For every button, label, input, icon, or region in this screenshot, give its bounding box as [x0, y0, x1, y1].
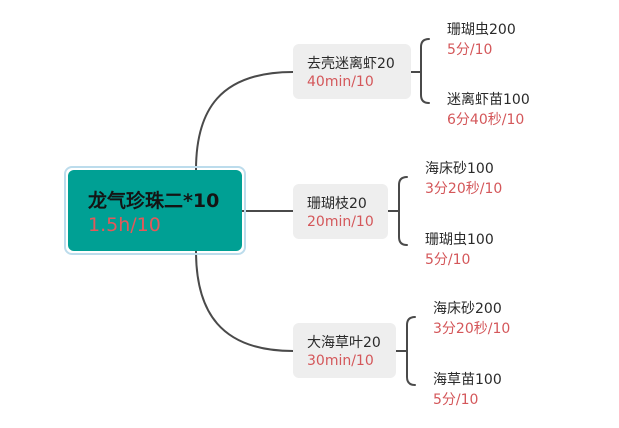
leaf-node-1-1[interactable]: 珊瑚虫200 5分/10	[447, 19, 557, 59]
branch-node-2[interactable]: 珊瑚枝20 20min/10	[293, 184, 388, 239]
root-node-selection-outline	[64, 166, 246, 255]
branch-node-time: 20min/10	[307, 214, 374, 230]
connector-root-branch-3	[195, 250, 294, 352]
leaf-node-time: 3分20秒/10	[433, 321, 511, 337]
leaf-node-time: 5分/10	[425, 252, 471, 268]
branch-node-title: 珊瑚枝20	[307, 196, 367, 212]
leaf-node-time: 5分/10	[433, 392, 479, 408]
root-node-time: 1.5h/10	[88, 214, 161, 236]
root-node[interactable]: 龙气珍珠二*10 1.5h/10	[68, 170, 242, 251]
leaf-node-3-2[interactable]: 海草苗100 5分/10	[433, 369, 543, 409]
connector-branch-3-bracket	[406, 316, 416, 386]
leaf-node-title: 海草苗100	[433, 372, 502, 388]
leaf-node-title: 珊瑚虫100	[425, 232, 494, 248]
leaf-node-1-2[interactable]: 迷离虾苗100 6分40秒/10	[447, 89, 557, 129]
branch-node-3[interactable]: 大海草叶20 30min/10	[293, 323, 396, 378]
leaf-node-time: 5分/10	[447, 42, 493, 58]
leaf-node-title: 珊瑚虫200	[447, 22, 516, 38]
root-node-title: 龙气珍珠二*10	[88, 190, 220, 212]
leaf-node-3-1[interactable]: 海床砂200 3分20秒/10	[433, 298, 543, 338]
connector-branch-2-bracket	[398, 176, 408, 246]
leaf-node-title: 海床砂200	[433, 301, 502, 317]
leaf-node-2-1[interactable]: 海床砂100 3分20秒/10	[425, 158, 535, 198]
connector-root-branch-1	[195, 71, 294, 171]
leaf-node-time: 6分40秒/10	[447, 112, 525, 128]
branch-node-time: 30min/10	[307, 353, 374, 369]
branch-node-title: 大海草叶20	[307, 335, 381, 351]
leaf-node-time: 3分20秒/10	[425, 181, 503, 197]
branch-node-time: 40min/10	[307, 74, 374, 90]
leaf-node-title: 迷离虾苗100	[447, 92, 530, 108]
leaf-node-2-2[interactable]: 珊瑚虫100 5分/10	[425, 229, 535, 269]
leaf-node-title: 海床砂100	[425, 161, 494, 177]
branch-node-title: 去壳迷离虾20	[307, 56, 395, 72]
branch-node-1[interactable]: 去壳迷离虾20 40min/10	[293, 44, 411, 99]
connector-branch-1-bracket	[420, 38, 430, 104]
